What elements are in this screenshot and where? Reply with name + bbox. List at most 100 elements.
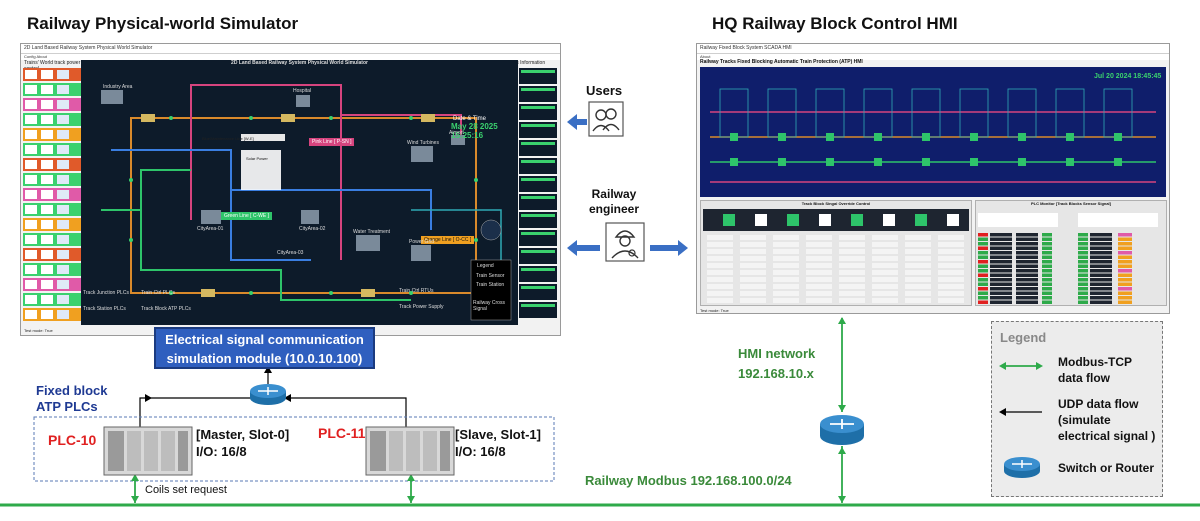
override-cell [872, 242, 898, 247]
sim-map-canvas: 2D Land Based Railway System Physical Wo… [81, 60, 518, 325]
plc-bit [1118, 255, 1132, 259]
override-cell [740, 277, 766, 282]
block-sensor [778, 133, 786, 141]
left-title: Railway Physical-world Simulator [27, 14, 299, 33]
hmi-menu[interactable]: About [697, 54, 1169, 60]
hmi-override-panel[interactable]: Track Block Singal Override Control [700, 200, 972, 306]
plc-bit [1042, 255, 1052, 259]
legend-title: Legend [1000, 330, 1047, 345]
legend-udp-arrow-icon [999, 408, 1042, 416]
plc-bit [1042, 260, 1052, 264]
block-sensor [1066, 133, 1074, 141]
plc-bit [1078, 242, 1088, 246]
hmi-plc-monitor-grid [978, 213, 1158, 304]
override-cell [707, 256, 733, 261]
solar-power-label: Solar Power [246, 156, 268, 161]
override-cell [773, 298, 799, 303]
override-cell [839, 284, 865, 289]
plc-bit [1042, 273, 1052, 277]
modbus-network-label: Railway Modbus 192.168.100.0/24 [585, 473, 792, 488]
override-cell [872, 235, 898, 240]
plc11-rack-icon [365, 426, 455, 476]
hmi-plc-monitor-title: PLC Monitor [Track Blocks Sensor Signal] [1030, 201, 1111, 206]
override-cell [839, 249, 865, 254]
track-power-label: Track Power Supply [399, 304, 444, 310]
override-cell [938, 298, 964, 303]
plc-bit [978, 260, 988, 264]
block-sensor [1018, 158, 1026, 166]
plc-bit [1078, 260, 1088, 264]
track-junction-label: Track Junction PLCs [83, 290, 129, 296]
override-cell [806, 298, 832, 303]
plc-bit [978, 287, 988, 291]
plc-bit [1042, 233, 1052, 237]
train-ctrl-rtus-label: Train Ctrl RTUs [399, 288, 434, 294]
override-cell [773, 277, 799, 282]
override-cell [806, 263, 832, 268]
override-cell [938, 263, 964, 268]
plc10-role: [Master, Slot-0] [196, 427, 290, 442]
plc-bit [978, 278, 988, 282]
airport-label: Airport [449, 130, 464, 136]
plc-bit [1078, 291, 1088, 295]
sim-legend-cross: Railway Cross Signal [473, 300, 505, 312]
override-cell [707, 235, 733, 240]
override-cell [872, 270, 898, 275]
orange-line-label: Orange Line [ O-CC ] [421, 236, 475, 244]
power-grid-label: Power Grid [409, 239, 435, 245]
users-arrow-icon [567, 114, 587, 130]
override-cell [938, 270, 964, 275]
legend-modbus-text: Modbus-TCP data flow [1058, 355, 1132, 385]
plc-bit [1118, 251, 1132, 255]
hmi-status-bar: Test mode: True [700, 308, 729, 313]
hmi-titlebar: Railway Fixed Block System SCADA HMI [697, 44, 1169, 54]
coils-label: Coils set request [145, 484, 227, 496]
block-sensor [730, 133, 738, 141]
legend-udp-text: UDP data flow (simulate electrical signa… [1058, 397, 1156, 443]
override-cell [938, 284, 964, 289]
sim-power-controls[interactable] [23, 68, 81, 323]
plc11-name: PLC-11 [318, 425, 366, 441]
track-station-label: Track Station PLCs [83, 306, 126, 312]
plc-bit [1118, 269, 1132, 273]
plc-bit [1118, 291, 1132, 295]
plc-bit [1118, 237, 1132, 241]
override-cell [806, 235, 832, 240]
plc-bit [978, 269, 988, 273]
plc-bit [978, 264, 988, 268]
hospital-label: Hospital [293, 88, 312, 94]
override-cell [806, 270, 832, 275]
plc-bit [1118, 296, 1132, 300]
hmi-plc-monitor: PLC Monitor [Track Blocks Sensor Signal] [975, 200, 1167, 306]
industry-area-label: Industry Area [103, 84, 133, 90]
hmi-track-panel: Jul 20 2024 18:45:45 [700, 67, 1166, 197]
override-cell [905, 242, 931, 247]
plc-bit [1118, 278, 1132, 282]
plc10-rack-icon [103, 426, 193, 476]
block-sensor [922, 158, 930, 166]
plc-bit [1042, 242, 1052, 246]
plc-bit [978, 242, 988, 246]
override-cell [806, 242, 832, 247]
sim-menu[interactable]: Config About [21, 54, 560, 60]
sim-status-bar: Test mode: True [24, 328, 53, 333]
hmi-override-grid[interactable] [703, 209, 969, 305]
override-cell [773, 256, 799, 261]
override-cell [872, 284, 898, 289]
override-cell [905, 249, 931, 254]
sim-train-info [519, 68, 557, 318]
sim-titlebar: 2D Land Based Railway System Physical Wo… [21, 44, 560, 54]
override-cell [839, 256, 865, 261]
green-line-label: Green Line [ C-WE ] [221, 212, 273, 220]
override-cell [839, 242, 865, 247]
plc-bit [1118, 233, 1132, 237]
override-cell [938, 291, 964, 296]
plc-bit [1042, 291, 1052, 295]
plc-bit [1118, 264, 1132, 268]
override-cell [938, 256, 964, 261]
override-cell [707, 291, 733, 296]
override-cell [740, 256, 766, 261]
plc-bit [1078, 300, 1088, 304]
plc-info-box [1078, 213, 1158, 227]
block-sensor [730, 158, 738, 166]
